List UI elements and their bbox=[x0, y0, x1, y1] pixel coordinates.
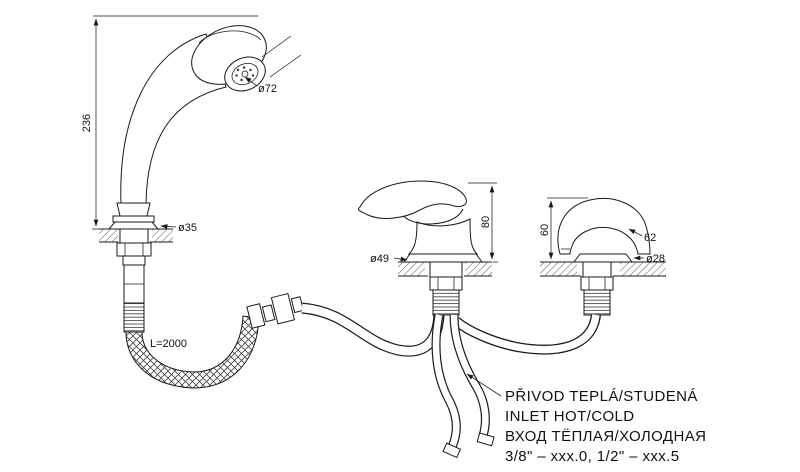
dimension-mixer-mount-diameter: ø49 bbox=[370, 253, 408, 265]
dim-mixer-mount-diameter: ø49 bbox=[370, 253, 389, 265]
dim-mixer-height: 80 bbox=[480, 216, 492, 228]
deck-section-mixer bbox=[398, 261, 492, 277]
dim-shower-head-diameter: ø72 bbox=[258, 83, 277, 95]
dimension-spout-length: 62 bbox=[628, 228, 656, 244]
inlet-note-sizes: 3/8" – xxx.0, 1/2" – xxx.5 bbox=[505, 448, 679, 465]
dim-shower-height: 236 bbox=[81, 114, 93, 132]
inlet-note-cs: PŘIVOD TEPLÁ/STUDENÁ bbox=[505, 388, 698, 405]
deck-section-shower bbox=[99, 228, 173, 243]
dimension-shower-height: 236 bbox=[81, 15, 258, 230]
spout bbox=[557, 198, 651, 316]
inlet-pipes bbox=[431, 314, 495, 459]
spout-pipe bbox=[452, 314, 601, 355]
inlet-annotation: PŘIVOD TEPLÁ/STUDENÁ INLET HOT/COLD ВХОД… bbox=[466, 373, 706, 465]
dimension-spout-height: 60 bbox=[539, 197, 588, 260]
dimension-shower-mount-diameter: ø35 bbox=[160, 222, 197, 234]
dimension-spout-mount-diameter: ø28 bbox=[633, 253, 665, 265]
inlet-callout-arrow bbox=[466, 373, 502, 397]
inlet-note-ru: ВХОД ТЁПЛАЯ/ХОЛОДНАЯ bbox=[505, 428, 706, 445]
mixer-valve bbox=[357, 180, 483, 316]
dim-shower-mount-diameter: ø35 bbox=[178, 222, 197, 234]
dimension-shower-head-diameter: ø72 bbox=[244, 35, 302, 95]
dimension-mixer-height: 80 bbox=[468, 182, 498, 263]
dim-spout-mount-diameter: ø28 bbox=[646, 253, 665, 265]
deck-section-spout bbox=[540, 261, 666, 277]
hand-shower bbox=[107, 25, 267, 333]
dim-hose-length: L=2000 bbox=[150, 338, 187, 350]
inlet-note-en: INLET HOT/COLD bbox=[505, 408, 635, 425]
dim-spout-length: 62 bbox=[644, 232, 656, 244]
hose-coupling bbox=[246, 292, 305, 329]
shower-hose bbox=[301, 302, 445, 357]
dim-spout-height: 60 bbox=[539, 224, 551, 236]
hose-spring-coil bbox=[125, 315, 260, 389]
